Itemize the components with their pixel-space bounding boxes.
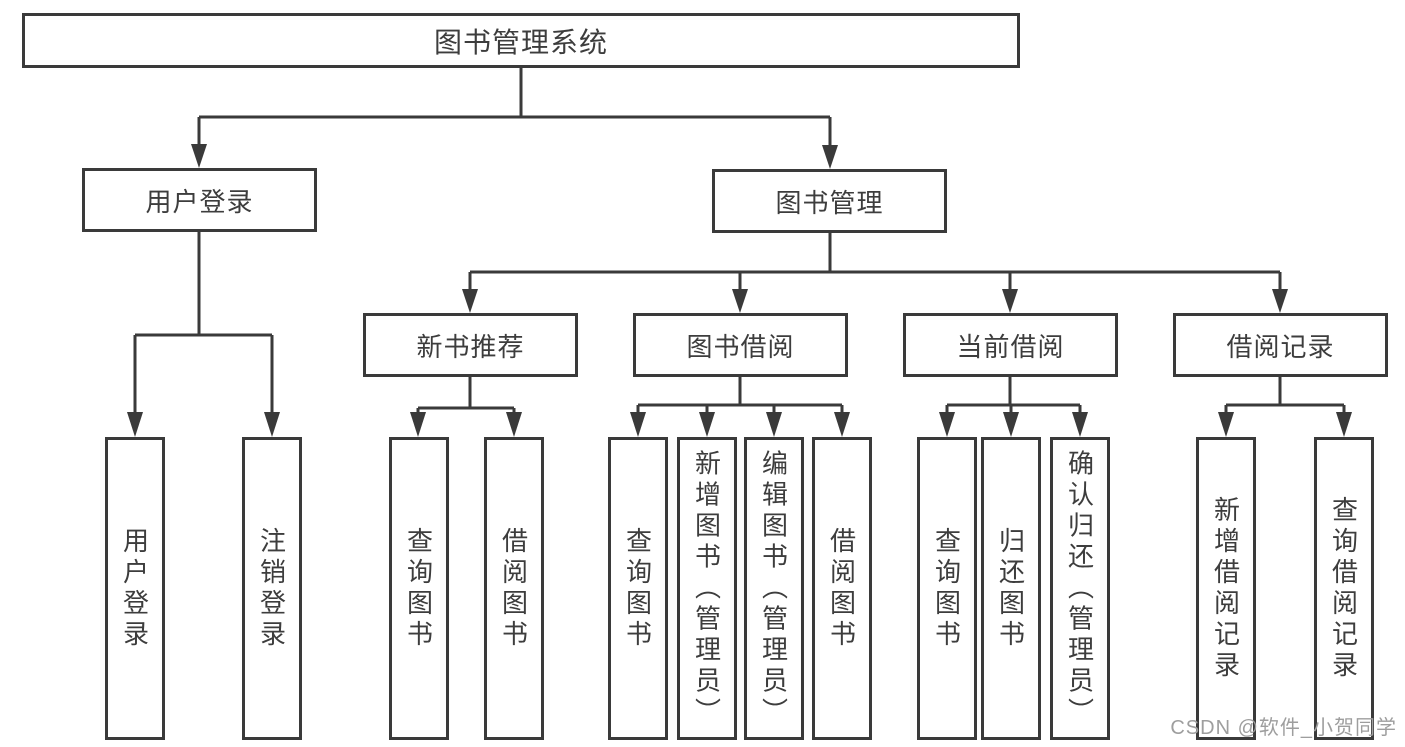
leaf-borrow-add-admin: 新增图书（管理员） [677,437,737,740]
connector-current-group [945,377,1082,413]
leaf-user-login: 用户登录 [105,437,165,740]
leaf-records-add-label: 新增借阅记录 [1210,495,1241,682]
connector-bookmgmt-to-level3 [468,233,1282,290]
arrowheads-newbooks-group [410,412,522,437]
leaf-newbooks-query: 查询图书 [389,437,449,740]
leaf-borrow-edit-admin: 编辑图书（管理员） [744,437,804,740]
leaf-newbooks-query-label: 查询图书 [403,526,434,651]
node-current-borrow: 当前借阅 [903,313,1118,377]
leaf-current-return-label: 归还图书 [995,526,1026,651]
leaf-records-query: 查询借阅记录 [1314,437,1374,740]
arrowheads-borrow-group [630,412,850,437]
node-book-management: 图书管理 [712,169,947,233]
leaf-user-login-label: 用户登录 [119,526,150,651]
leaf-borrow-borrow: 借阅图书 [812,437,872,740]
node-book-borrow: 图书借阅 [633,313,848,377]
arrowheads-level2 [191,144,838,169]
node-borrow-records: 借阅记录 [1173,313,1388,377]
connector-records-group [1224,377,1346,413]
leaf-logout: 注销登录 [242,437,302,740]
leaf-records-query-label: 查询借阅记录 [1328,495,1359,682]
arrowheads-records-group [1218,412,1352,437]
leaf-current-query-label: 查询图书 [931,526,962,651]
node-new-book-recommend: 新书推荐 [363,313,578,377]
leaf-borrow-edit-admin-label: 编辑图书（管理员） [758,449,789,728]
leaf-newbooks-borrow: 借阅图书 [484,437,544,740]
leaf-newbooks-borrow-label: 借阅图书 [498,526,529,651]
arrowheads-userlogin-group [127,412,280,437]
leaf-borrow-query-label: 查询图书 [622,526,653,651]
leaf-borrow-query: 查询图书 [608,437,668,740]
leaf-borrow-borrow-label: 借阅图书 [826,526,857,651]
arrowheads-level3 [462,289,1288,313]
leaf-records-add: 新增借阅记录 [1196,437,1256,740]
leaf-current-confirm-admin-label: 确认归还（管理员） [1064,449,1095,728]
leaf-logout-label: 注销登录 [256,526,287,651]
leaf-current-return: 归还图书 [981,437,1041,740]
leaf-current-query: 查询图书 [917,437,977,740]
connector-newbooks-group [416,377,516,413]
leaf-borrow-add-admin-label: 新增图书（管理员） [691,449,722,728]
node-user-login: 用户登录 [82,168,317,232]
node-root: 图书管理系统 [22,13,1020,68]
connector-borrow-group [636,377,844,413]
leaf-current-confirm-admin: 确认归还（管理员） [1050,437,1110,740]
csdn-watermark: CSDN @软件_小贺同学 [1170,717,1397,739]
arrowheads-current-group [939,412,1088,437]
connector-root-to-level2 [197,68,832,146]
connector-userlogin-group [133,232,274,413]
